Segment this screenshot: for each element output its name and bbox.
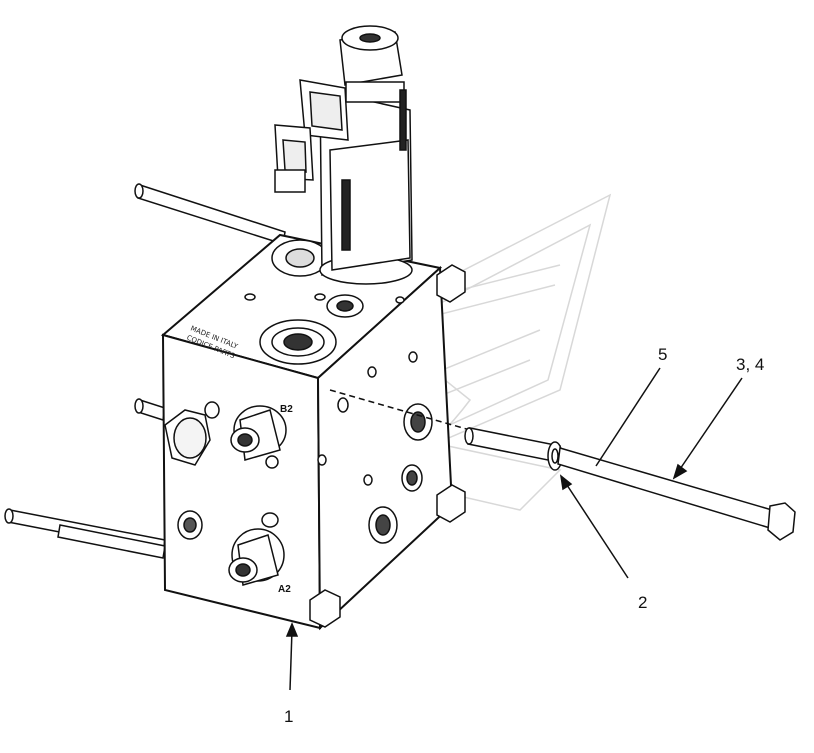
top-face-ports: [244, 239, 405, 365]
corner-bolts: [309, 264, 466, 628]
right-face-ports: [317, 351, 433, 544]
port-label-a2: A2: [278, 584, 291, 595]
front-face-fittings: [164, 401, 287, 586]
tie-rods: [4, 183, 286, 559]
callout-2: 2: [638, 593, 647, 612]
solenoid-coil: [274, 25, 413, 285]
exploded-bolt-assembly: [329, 389, 796, 541]
callout-3-4: 3, 4: [736, 355, 764, 374]
callout-1: 1: [284, 707, 293, 726]
port-label-b2: B2: [280, 404, 293, 415]
leader-lines: [285, 367, 743, 691]
callout-5: 5: [658, 345, 667, 364]
